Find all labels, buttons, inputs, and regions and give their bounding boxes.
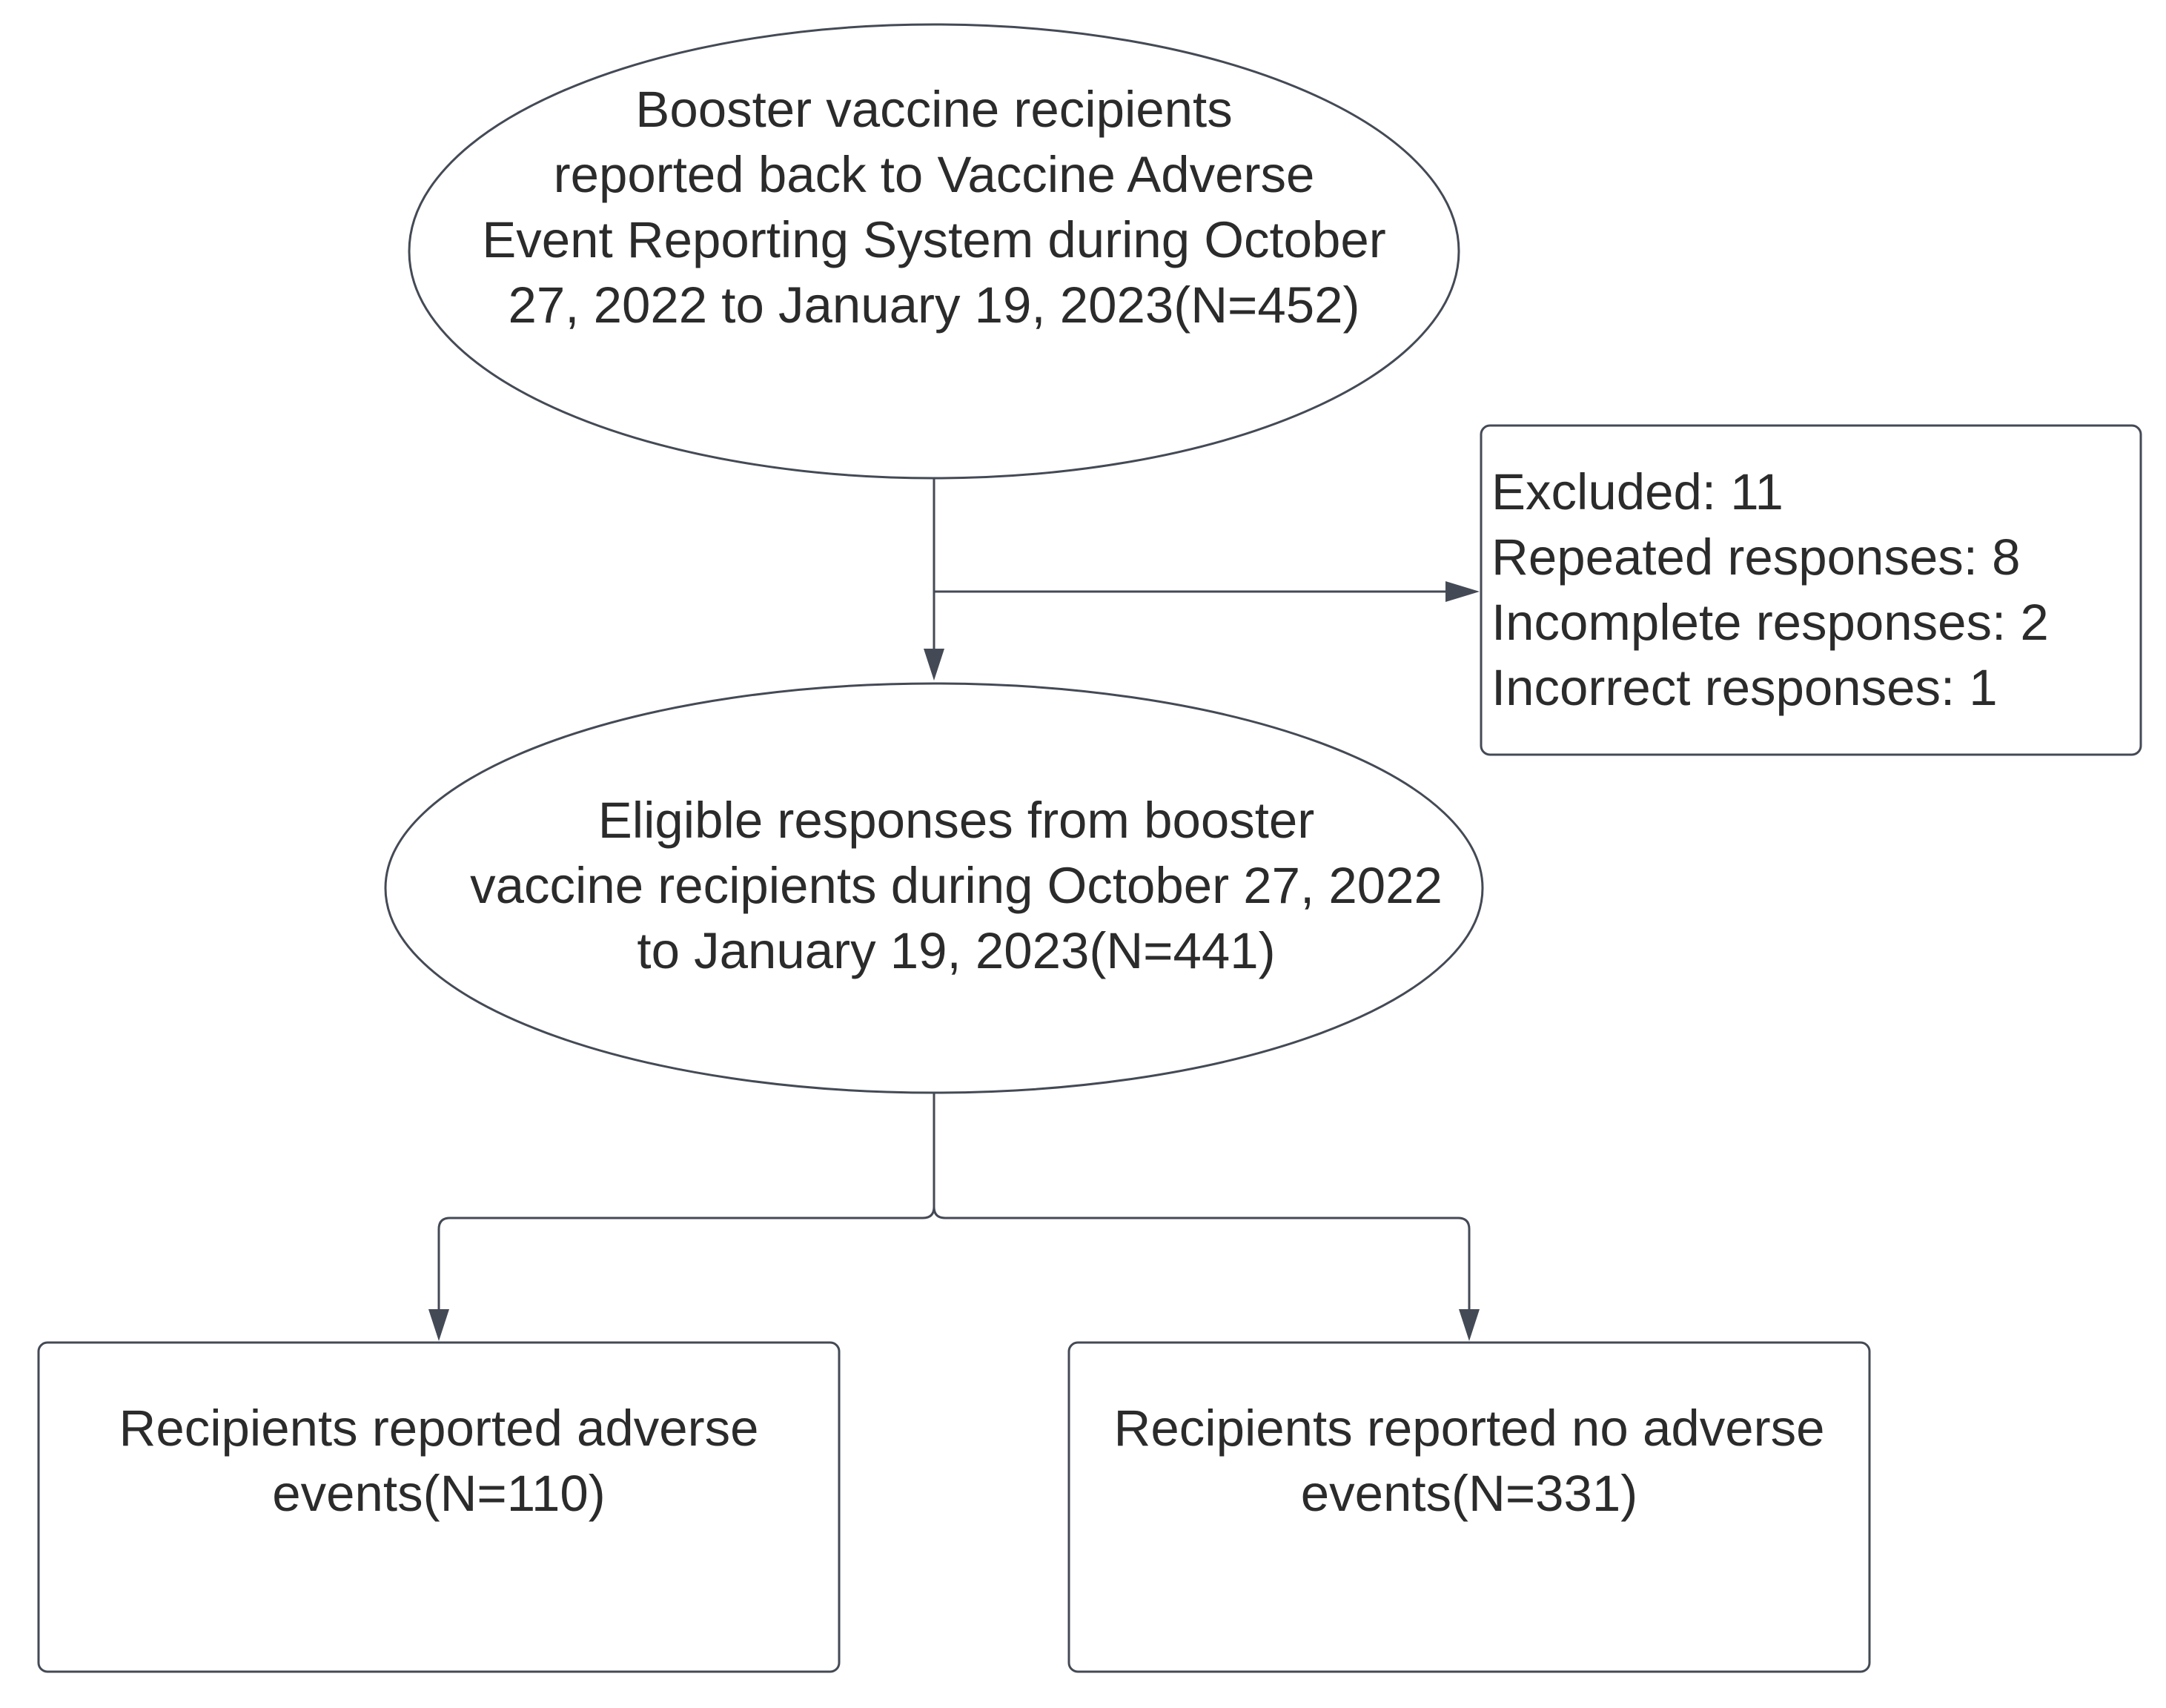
excluded-line-total: Excluded: 11 <box>1491 463 1784 520</box>
no-adverse-events-line-2: events(N=331) <box>1300 1465 1638 1522</box>
adverse-events-line-2: events(N=110) <box>272 1465 606 1522</box>
booster-recipients-line-2: reported back to Vaccine Adverse <box>553 146 1315 203</box>
eligible-line-2: vaccine recipients during October 27, 20… <box>470 857 1443 914</box>
eligible-line-1: Eligible responses from booster <box>597 792 1315 849</box>
arrowhead-to-adverse <box>428 1309 449 1341</box>
eligible-line-3: to January 19, 2023(N=441) <box>637 922 1276 979</box>
excluded-line-incomplete: Incomplete responses: 2 <box>1491 594 2049 651</box>
arrowhead-to-excluded <box>1445 581 1480 602</box>
adverse-events-box <box>37 1341 841 1673</box>
excluded-line-repeated: Repeated responses: 8 <box>1491 529 2021 586</box>
excluded-text: Excluded: 11 Repeated responses: 8 Incom… <box>1491 426 2129 755</box>
excluded-box <box>1480 424 2142 756</box>
no-adverse-events-line-1: Recipients reported no adverse <box>1113 1400 1825 1457</box>
connector-eligible-split <box>437 1093 935 1311</box>
booster-recipients-line-1: Booster vaccine recipients <box>635 81 1233 138</box>
booster-recipients-line-3: Event Reporting System during October <box>482 211 1386 268</box>
connector-eligible-split-right <box>933 1206 1471 1311</box>
excluded-line-incorrect: Incorrect responses: 1 <box>1491 659 1998 716</box>
booster-recipients-text: Booster vaccine recipients reported back… <box>415 74 1453 341</box>
eligible-text: Eligible responses from booster vaccine … <box>400 786 1512 986</box>
no-adverse-events-text: Recipients reported no adverse events(N=… <box>1069 1343 1869 1580</box>
arrowhead-to-eligible <box>924 649 944 681</box>
adverse-events-line-1: Recipients reported adverse <box>119 1400 759 1457</box>
arrowhead-to-no-adverse <box>1459 1309 1480 1341</box>
no-adverse-events-box <box>1067 1341 1871 1673</box>
booster-recipients-line-4: 27, 2022 to January 19, 2023(N=452) <box>508 277 1360 334</box>
adverse-events-text: Recipients reported adverse events(N=110… <box>39 1343 839 1580</box>
